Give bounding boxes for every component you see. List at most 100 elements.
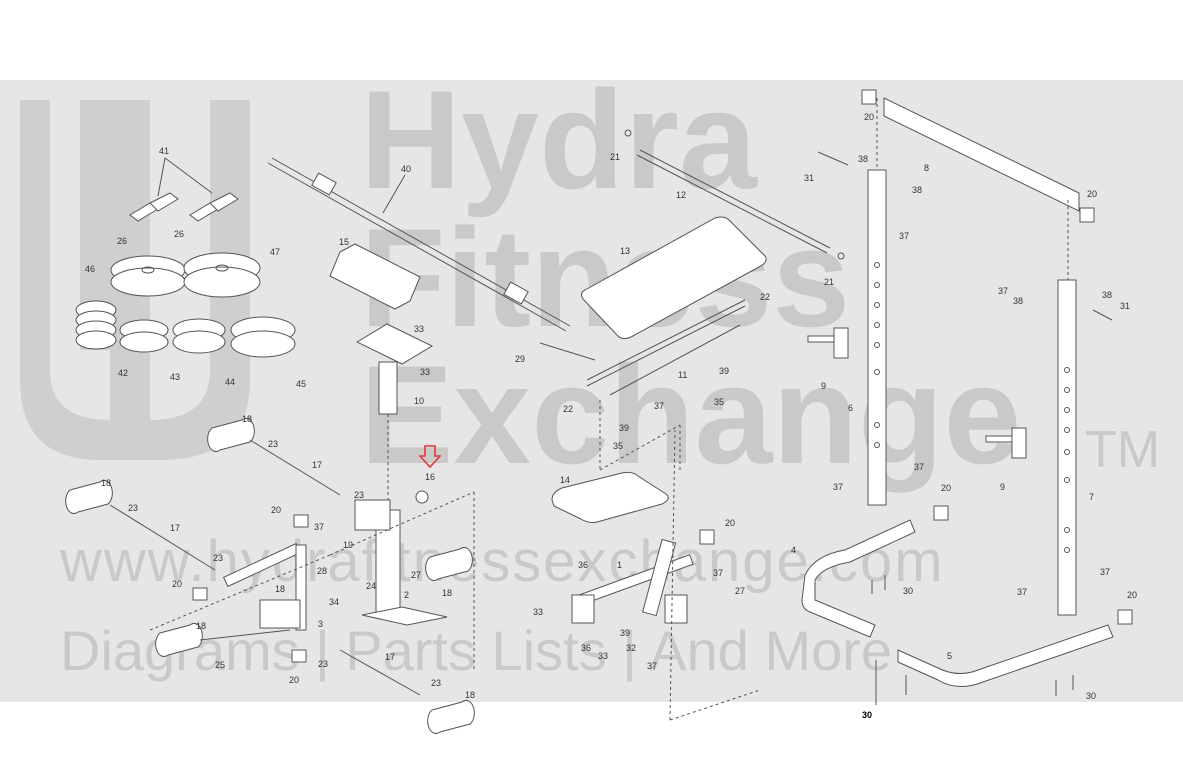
callout-37: 37 [1100,567,1111,577]
callout-38: 38 [858,154,869,164]
callout-33: 33 [414,324,425,334]
callout-23: 23 [268,439,279,449]
callout-11: 11 [678,370,688,380]
callout-39: 39 [619,423,630,433]
callout-18: 18 [275,584,286,594]
callout-19: 19 [343,540,354,550]
callout-34: 34 [329,597,340,607]
callout-38: 38 [1102,290,1113,300]
bolts [817,151,1113,705]
callout-30: 30 [862,710,873,720]
callout-37: 37 [314,522,325,532]
callout-4: 4 [791,545,797,555]
spring-collars [129,157,239,222]
seat-pad-assembly [551,429,761,721]
callout-18: 18 [442,588,453,598]
callout-20: 20 [1087,189,1098,199]
callout-37: 37 [654,401,665,411]
callout-37: 37 [998,286,1009,296]
callout-7: 7 [1089,492,1095,502]
callout-23: 23 [128,503,139,513]
rack-frame [192,89,1133,687]
watermark-trademark: TM [1085,421,1161,479]
callout-47: 47 [270,247,281,257]
barbell [267,157,571,332]
callout-6: 6 [848,403,854,413]
callout-30: 30 [903,586,914,596]
callout-16: 16 [425,472,436,482]
callout-15: 15 [339,237,350,247]
callout-26: 26 [174,229,185,239]
callout-33: 33 [533,607,544,617]
callout-13: 13 [620,246,631,256]
callout-30: 30 [1086,691,1097,701]
callout-9: 9 [1000,482,1006,492]
callout-39: 39 [620,628,631,638]
callout-9: 9 [821,381,827,391]
callout-20: 20 [289,675,300,685]
callout-22: 22 [760,292,771,302]
callout-31: 31 [804,173,815,183]
weight-plates [75,252,296,358]
watermark-brand-line2: Fitness [360,199,851,356]
callout-3: 3 [318,619,324,629]
callout-25: 25 [215,660,226,670]
callout-17: 17 [312,460,323,470]
watermark-brand-line1: Hydra [360,61,757,218]
callout-20: 20 [1127,590,1138,600]
down-arrow-icon [419,445,441,469]
callout-17: 17 [385,652,396,662]
callout-8: 8 [924,163,930,173]
callout-36: 36 [578,560,589,570]
callout-28: 28 [317,566,328,576]
callout-26: 26 [117,236,128,246]
callout-36: 36 [581,643,592,653]
callout-35: 35 [714,397,725,407]
callout-43: 43 [170,372,181,382]
callout-12: 12 [676,190,687,200]
callout-33: 33 [420,367,431,377]
callout-38: 38 [912,185,923,195]
callout-27: 27 [735,586,746,596]
callout-18: 18 [465,690,476,700]
callout-14: 14 [560,475,571,485]
callout-31: 31 [1120,301,1131,311]
callout-18: 18 [196,621,207,631]
callout-20: 20 [172,579,183,589]
callout-35: 35 [613,441,624,451]
callout-37: 37 [647,661,658,671]
callout-42: 42 [118,368,129,378]
callout-44: 44 [225,377,236,387]
callout-1: 1 [617,560,623,570]
leg-extension-frame [149,491,475,672]
watermark-url: www.hydrafitnessexchange.com [60,529,945,594]
dip-handles [807,327,1027,459]
callout-18: 18 [242,414,253,424]
callout-2: 2 [404,590,410,600]
callout-45: 45 [296,379,307,389]
center-bar [624,129,845,260]
callout-18: 18 [101,478,112,488]
callout-37: 37 [833,482,844,492]
watermark-brand-line3: Exchange [360,336,1022,493]
callout-23: 23 [213,553,224,563]
bench-pad-assembly [539,216,767,471]
callout-21: 21 [610,152,621,162]
callout-20: 20 [271,505,282,515]
callout-39: 39 [719,366,730,376]
callout-5: 5 [947,651,953,661]
callout-37: 37 [899,231,910,241]
callout-24: 24 [366,581,377,591]
callout-23: 23 [354,490,365,500]
callout-20: 20 [941,483,952,493]
callout-32: 32 [626,643,637,653]
callout-17: 17 [170,523,181,533]
arm-pad-assembly [329,243,434,510]
callout-10: 10 [414,396,425,406]
callout-37: 37 [713,568,724,578]
callout-33: 33 [598,651,609,661]
callout-46: 46 [85,264,96,274]
callout-37: 37 [914,462,925,472]
